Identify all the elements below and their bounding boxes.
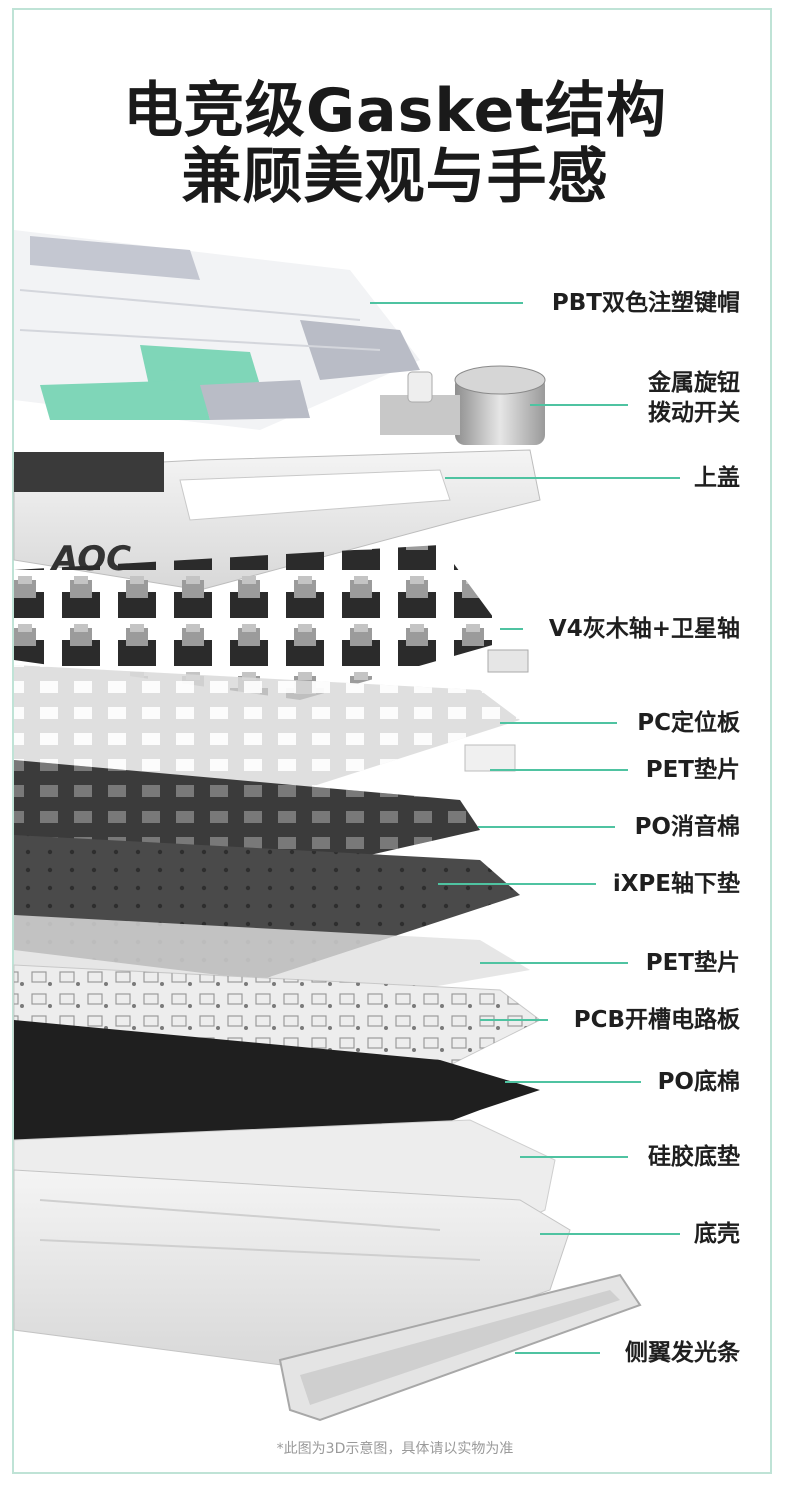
label-toggle-switch: 拨动开关 <box>648 400 740 426</box>
footnote: *此图为3D示意图，具体请以实物为准 <box>276 1441 514 1457</box>
pc-plate <box>14 665 520 800</box>
headline-line-1: 电竞级Gasket结构 <box>122 76 668 146</box>
label-pet-pad-1: PET垫片 <box>645 757 740 783</box>
label-pc-plate: PC定位板 <box>637 710 740 736</box>
label-pcb: PCB开槽电路板 <box>573 1007 740 1033</box>
label-po-foam: PO消音棉 <box>634 814 740 840</box>
label-metal-knob: 金属旋钮 <box>648 370 740 396</box>
top-case: AOC <box>13 449 541 591</box>
leader-lines <box>370 302 680 1354</box>
metal-knob <box>380 365 546 445</box>
label-pbt-keycaps: PBT双色注塑键帽 <box>551 290 740 316</box>
label-po-bottom-foam: PO底棉 <box>657 1069 740 1095</box>
keycaps-layer <box>14 230 420 430</box>
bottom-case <box>13 1119 571 1371</box>
label-pet-pad-2: PET垫片 <box>645 950 740 976</box>
label-silicone-pad: 硅胶底垫 <box>648 1144 740 1170</box>
label-side-light-bar: 侧翼发光条 <box>625 1340 740 1366</box>
side-light-bar <box>278 1273 642 1422</box>
label-bottom-case: 底壳 <box>694 1221 740 1247</box>
headline-line-2: 兼顾美观与手感 <box>181 142 609 212</box>
switches-layer <box>14 545 529 700</box>
label-top-case: 上盖 <box>694 465 740 491</box>
label-ixpe-pad: iXPE轴下垫 <box>612 871 740 897</box>
label-switches: V4灰木轴+卫星轴 <box>548 616 740 642</box>
